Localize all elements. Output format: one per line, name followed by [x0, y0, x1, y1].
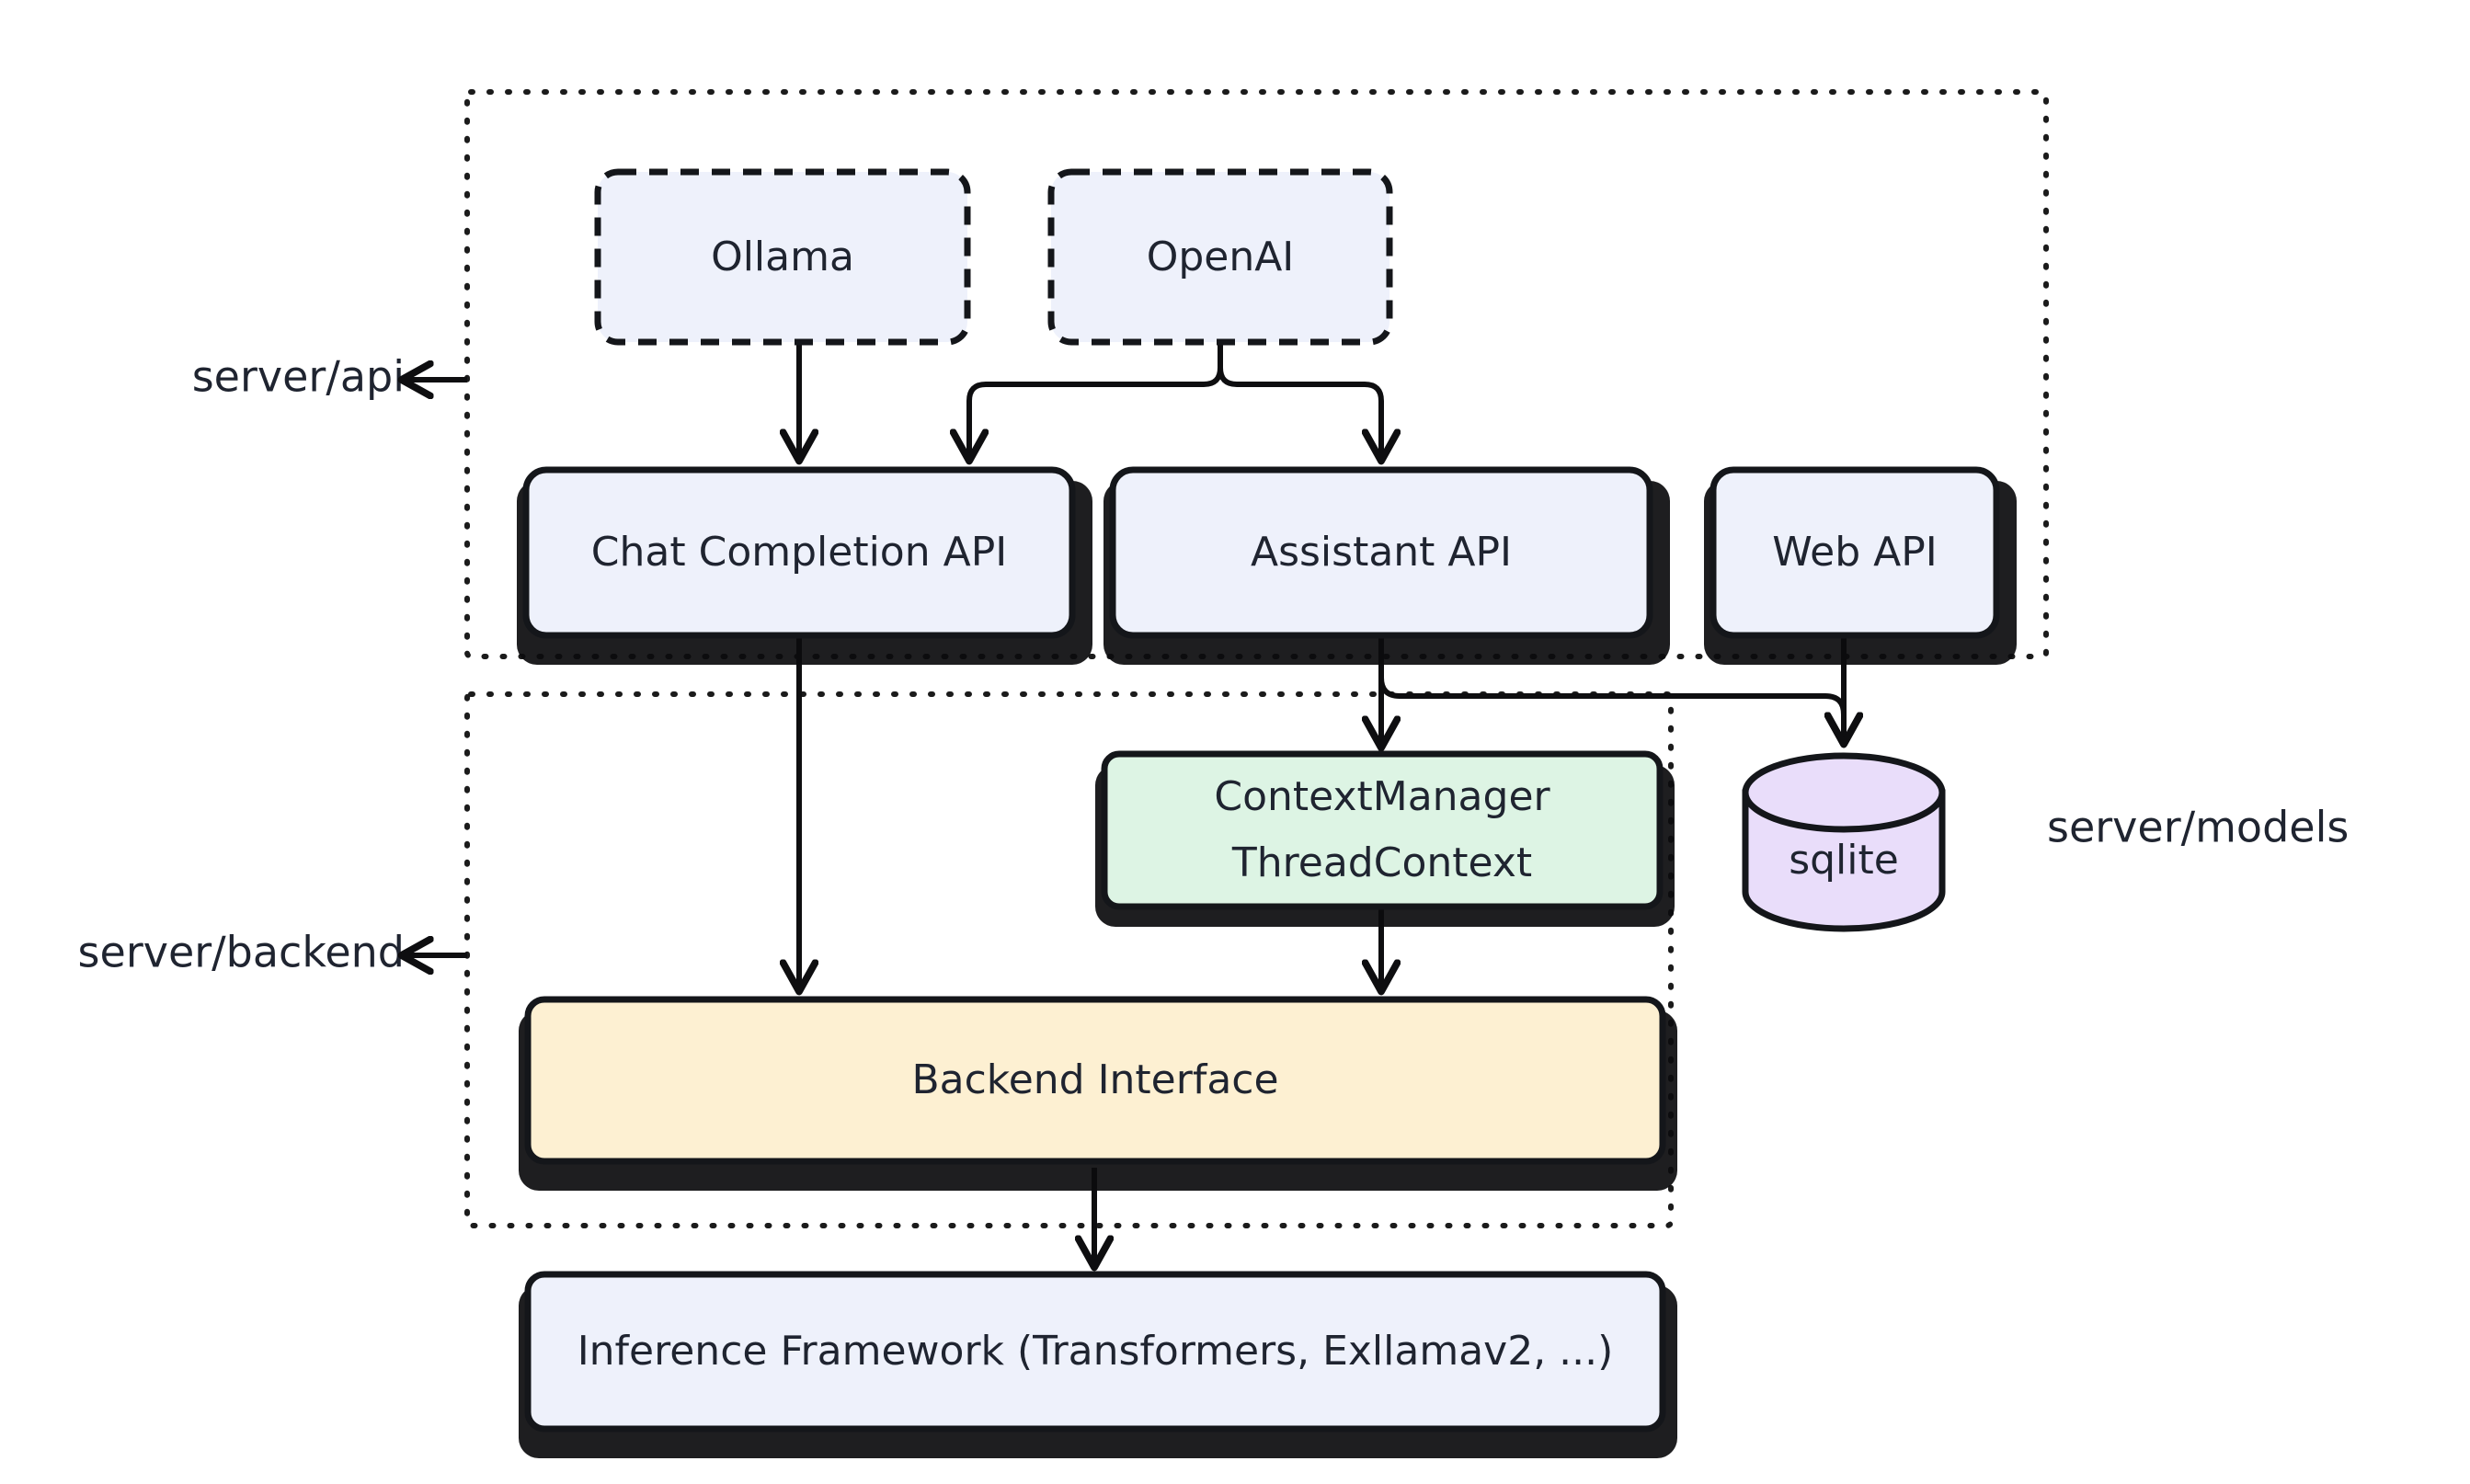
- node-openai[interactable]: OpenAI: [1047, 168, 1393, 346]
- node-chat-completion-api-label: Chat Completion API: [591, 529, 1007, 576]
- edge-layer: [799, 342, 1844, 1264]
- node-assistant-api[interactable]: Assistant API: [1103, 466, 1670, 665]
- node-openai-label: OpenAI: [1147, 234, 1295, 280]
- node-context-manager-label-line1: ContextManager: [1214, 773, 1550, 820]
- node-sqlite[interactable]: sqlite: [1742, 752, 1946, 932]
- node-sqlite-label: sqlite: [1789, 837, 1899, 884]
- node-inference-framework[interactable]: Inference Framework (Transformers, Exlla…: [519, 1271, 1677, 1458]
- group-label-server-models: server/models: [2047, 803, 2349, 852]
- node-web-api-label: Web API: [1772, 529, 1938, 576]
- edge-openai-to-assistant-api: [1218, 342, 1381, 458]
- group-label-server-backend-text: server/backend: [78, 928, 405, 977]
- node-ollama-label: Ollama: [711, 234, 854, 280]
- node-context-manager-label-line2: ThreadContext: [1231, 839, 1532, 886]
- node-backend-interface[interactable]: Backend Interface: [519, 996, 1677, 1191]
- node-backend-interface-label: Backend Interface: [911, 1056, 1278, 1103]
- node-context-manager[interactable]: ContextManager ThreadContext: [1095, 750, 1675, 927]
- node-web-api[interactable]: Web API: [1704, 466, 2017, 665]
- group-label-server-api: server/api: [192, 352, 467, 402]
- group-label-server-models-text: server/models: [2047, 803, 2349, 852]
- node-ollama[interactable]: Ollama: [594, 168, 971, 346]
- node-chat-completion-api[interactable]: Chat Completion API: [517, 466, 1092, 665]
- group-label-server-backend: server/backend: [78, 928, 467, 977]
- node-inference-framework-label: Inference Framework (Transformers, Exlla…: [577, 1328, 1614, 1375]
- node-assistant-api-label: Assistant API: [1251, 529, 1512, 576]
- group-label-server-api-text: server/api: [192, 352, 405, 402]
